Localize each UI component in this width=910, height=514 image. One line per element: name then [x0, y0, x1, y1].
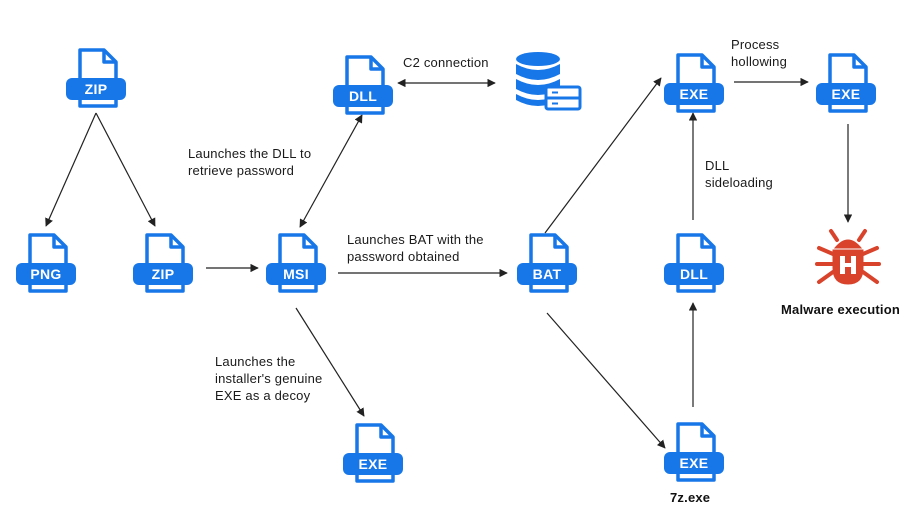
label-launch-bat: Launches BAT with the password obtained: [347, 231, 484, 265]
file-type-label: EXE: [816, 83, 876, 105]
label-line: installer's genuine: [215, 371, 323, 386]
exe-file-decoy: EXE: [343, 423, 403, 485]
label-line: Process: [731, 37, 780, 52]
dll-file-sideload: DLL: [664, 233, 724, 295]
arrow-msi-dll: [299, 114, 363, 228]
file-type-label: MSI: [266, 263, 326, 285]
label-line: retrieve password: [188, 163, 294, 178]
dll-file-c2: DLL: [333, 55, 393, 117]
msi-file: MSI: [266, 233, 326, 295]
file-type-label: BAT: [517, 263, 577, 285]
label-line: DLL: [705, 158, 730, 173]
file-type-label: PNG: [16, 263, 76, 285]
arrow-zip-to-zip: [95, 112, 156, 227]
label-line: password obtained: [347, 249, 460, 264]
exe-file-hollowed: EXE: [816, 53, 876, 115]
zip-file-top: ZIP: [66, 48, 126, 110]
label-malware-execution: Malware execution: [781, 301, 900, 318]
database-icon: [516, 52, 582, 111]
label-line: hollowing: [731, 54, 788, 69]
label-line: Launches BAT with the: [347, 232, 484, 247]
label-line: Launches the: [215, 354, 296, 369]
file-type-label: EXE: [664, 83, 724, 105]
file-type-label: DLL: [333, 85, 393, 107]
zip-file-mid: ZIP: [133, 233, 193, 295]
label-decoy: Launches the installer's genuine EXE as …: [215, 353, 322, 404]
arrow-zip-to-png: [45, 112, 97, 227]
label-line: 7z.exe: [670, 490, 711, 505]
label-dll-sideloading: DLL sideloading: [705, 157, 773, 191]
label-7z-exe: 7z.exe: [670, 489, 710, 506]
label-c2-connection: C2 connection: [403, 54, 489, 71]
arrow-msi-to-exe: [295, 307, 365, 417]
exe-file-7z: EXE: [664, 422, 724, 484]
file-type-label: ZIP: [133, 263, 193, 285]
png-file: PNG: [16, 233, 76, 295]
arrow-bat-to-exe: [544, 77, 662, 234]
bat-file: BAT: [517, 233, 577, 295]
label-process-hollowing: Process hollowing: [731, 36, 787, 70]
label-line: Launches the DLL to: [188, 146, 312, 161]
bug-icon: [815, 229, 881, 285]
file-type-label: EXE: [343, 453, 403, 475]
file-type-label: DLL: [664, 263, 724, 285]
file-type-label: ZIP: [66, 78, 126, 100]
label-line: EXE as a decoy: [215, 388, 311, 403]
label-line: sideloading: [705, 175, 773, 190]
label-line: Malware execution: [781, 302, 900, 317]
file-type-label: EXE: [664, 452, 724, 474]
exe-file-host: EXE: [664, 53, 724, 115]
label-launch-dll: Launches the DLL to retrieve password: [188, 145, 311, 179]
label-line: C2 connection: [403, 55, 489, 70]
arrow-bat-to-7z: [546, 312, 666, 449]
